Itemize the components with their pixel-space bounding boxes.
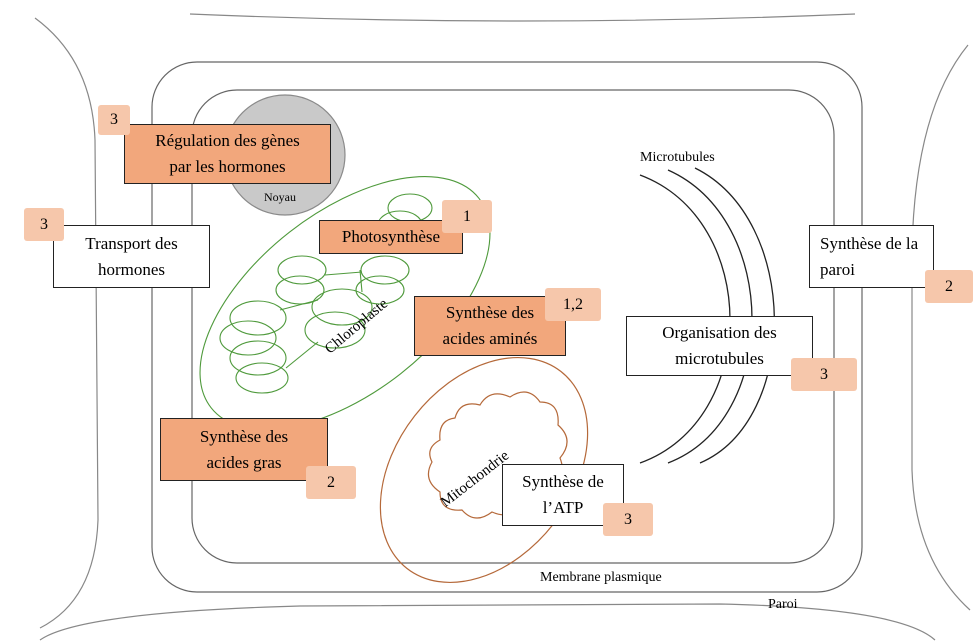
atp-badge: 3	[603, 503, 653, 536]
neighbor-cell-left	[34, 17, 99, 629]
wall-label: Paroi	[768, 597, 798, 612]
amino-line2: acides aminés	[442, 329, 538, 348]
fatty-line2: acides gras	[206, 452, 282, 472]
regulation-genes-box: Régulation des gènes par les hormones	[124, 124, 331, 184]
nucleus-label: Noyau	[264, 190, 296, 204]
hormone-transport-box: Transport des hormones	[53, 225, 210, 288]
amino-acid-synthesis-box: Synthèse des acides aminés	[414, 296, 566, 356]
regulation-line2: par les hormones	[169, 157, 286, 176]
microtubule-badge: 3	[791, 358, 857, 391]
microtubule-line1: Organisation des	[662, 323, 777, 342]
plasma-membrane	[191, 89, 835, 564]
atp-line1: Synthèse de	[522, 472, 604, 491]
fatty-acid-badge: 2	[306, 466, 356, 499]
cell-wall	[151, 61, 863, 593]
wall-synthesis-badge: 2	[925, 270, 973, 303]
amino-line1: Synthèse des	[445, 303, 535, 322]
fatty-acid-synthesis-box: Synthèse des acides gras	[160, 418, 328, 481]
microtubule-organization-box: Organisation des microtubules	[626, 316, 813, 376]
regulation-line1: Régulation des gènes	[155, 131, 300, 150]
photosynthesis-line1: Photosynthèse	[341, 227, 441, 246]
atp-line2: l’ATP	[542, 498, 584, 517]
photosynthesis-box: Photosynthèse	[319, 220, 463, 254]
neighbor-cell-bottom	[39, 603, 936, 641]
transport-badge: 3	[24, 208, 64, 241]
wall-synthesis-box: Synthèse de la paroi	[809, 225, 934, 288]
photosynthesis-badge: 1	[442, 200, 492, 233]
fatty-line1: Synthèse des	[199, 426, 289, 446]
microtubules-label: Microtubules	[640, 150, 715, 165]
membrane-label: Membrane plasmique	[540, 570, 662, 585]
wall-synthesis-line2: paroi	[820, 259, 855, 279]
microtubule-line2: microtubules	[675, 349, 764, 368]
neighbor-cell-right	[911, 44, 971, 611]
transport-line1: Transport des	[85, 233, 178, 253]
neighbor-cell-top	[189, 13, 856, 22]
regulation-badge: 3	[98, 105, 130, 135]
wall-synthesis-line1: Synthèse de la	[820, 233, 919, 253]
transport-line2: hormones	[97, 259, 166, 279]
amino-acid-badge: 1,2	[545, 288, 601, 321]
